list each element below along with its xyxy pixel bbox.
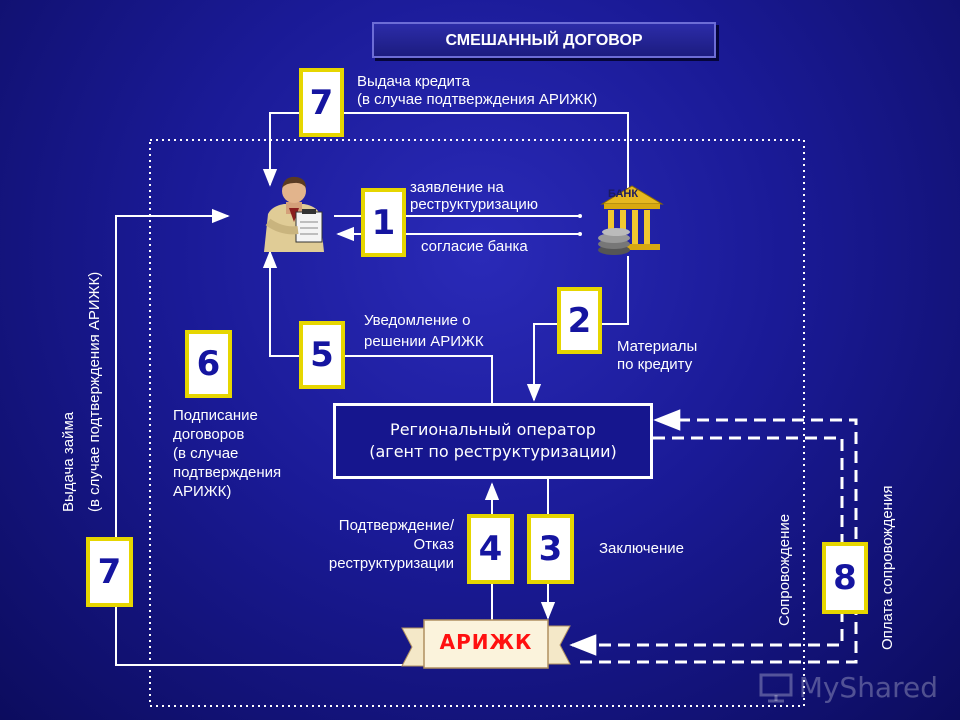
step-4: 4: [467, 514, 514, 584]
signing-line: (в случае: [173, 445, 239, 462]
application-label-line2: реструктуризацию: [410, 196, 538, 213]
step-2: 2: [557, 287, 602, 354]
operator-line2: (агент по реструктуризации): [369, 442, 617, 461]
support-payment-label: Оплата сопровождения: [879, 485, 896, 650]
conclusion-label: Заключение: [599, 540, 684, 557]
notice-label-line2: решении АРИЖК: [364, 333, 484, 350]
arrow-support-payment: [569, 436, 844, 656]
signing-line: Подписание: [173, 407, 258, 424]
confirm-line: Отказ: [413, 536, 454, 553]
borrower-icon: [264, 176, 324, 252]
dotted-frame: [149, 139, 805, 707]
confirm-label: Подтверждение/ Отказ реструктуризации: [274, 516, 454, 573]
materials-label-line1: Материалы: [617, 338, 698, 355]
operator-line1: Региональный оператор: [390, 420, 596, 439]
bank-sign: БАНК: [608, 188, 639, 200]
regional-operator-box: Региональный оператор (агент по реструкт…: [333, 403, 653, 479]
signing-line: подтверждения: [173, 464, 282, 481]
step-8: 8: [822, 542, 868, 614]
loan-label-line1: Выдача займа: [60, 411, 77, 512]
credit-label-line1: Выдача кредита: [357, 73, 470, 90]
step-1: 1: [361, 188, 406, 257]
watermark: MyShared: [759, 671, 938, 704]
step-7-left: 7: [86, 537, 133, 607]
bank-icon: [598, 185, 664, 255]
step-6: 6: [185, 330, 232, 398]
consent-label: согласие банка: [421, 238, 528, 255]
arrow-loan: [115, 208, 416, 666]
arrow-support: [580, 409, 858, 664]
materials-label-line2: по кредиту: [617, 356, 693, 373]
arizhk-banner-shape: [401, 619, 571, 669]
signing-line: договоров: [173, 426, 245, 443]
notice-label-line1: Уведомление о: [364, 312, 471, 329]
presentation-icon: [759, 673, 793, 702]
arizhk-label: АРИЖК: [439, 630, 533, 654]
step-7-top: 7: [299, 68, 344, 137]
signing-label: Подписание договоров (в случае подтвержд…: [173, 406, 281, 501]
watermark-text: MyShared: [798, 671, 938, 704]
confirm-line: Подтверждение/: [338, 517, 454, 534]
page-title: СМЕШАННЫЙ ДОГОВОР: [372, 22, 716, 58]
signing-line: АРИЖК): [173, 483, 232, 500]
credit-label-line2: (в случае подтверждения АРИЖК): [357, 91, 598, 108]
loan-label-line2: (в случае подтверждения АРИЖК): [86, 271, 103, 512]
application-label-line1: заявление на: [410, 179, 504, 196]
support-label: Сопровождение: [776, 513, 793, 626]
confirm-line: реструктуризации: [328, 555, 454, 572]
step-3: 3: [527, 514, 574, 584]
arrow-credit: [262, 112, 629, 188]
step-5: 5: [299, 321, 345, 389]
arrow-notice: [262, 250, 493, 403]
